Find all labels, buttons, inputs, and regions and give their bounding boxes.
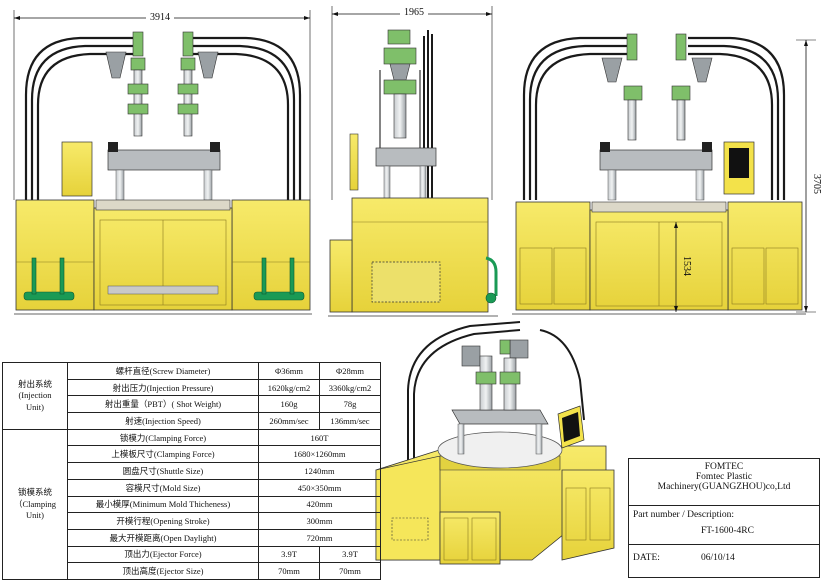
param-value: 70mm: [319, 562, 381, 580]
width-dimension-label: 3914: [150, 12, 170, 23]
param-name: 顶出高度(Ejector Size): [67, 562, 259, 580]
param-value: 450×350mm: [258, 478, 381, 497]
param-name: 最小模厚(Minimum Mold Thicheness): [67, 495, 259, 514]
param-value: Φ36mm: [258, 362, 320, 380]
rear-view: 3705: [512, 33, 822, 315]
param-value: 1620kg/cm2: [258, 378, 320, 397]
group-label-en: （Clamping: [13, 498, 57, 509]
group-label-zh: 锁模系统: [17, 487, 52, 498]
param-name: 圆盘尺寸(Shuttle Size): [67, 462, 259, 480]
isometric-view: [375, 321, 615, 565]
group-label-en: (Injection: [18, 390, 52, 401]
company-name: FOMTEC: [704, 462, 744, 472]
param-value: 720mm: [258, 528, 381, 547]
front-control-panel: [61, 141, 93, 197]
part-number-label: Part number / Description:: [633, 510, 735, 520]
param-name: 顶出力(Ejector Force): [67, 545, 259, 564]
title-block-company: FOMTEC Fomtec Plastic Machinery(GUANGZHO…: [629, 459, 819, 506]
table-row: 射出系统 (Injection Unit) 螺杆直径(Screw Diamete…: [2, 362, 381, 430]
param-name: 射出重量（PBT）( Shot Weight): [67, 395, 259, 414]
group-label-en: Unit): [26, 510, 44, 521]
param-value: 3.9T: [319, 545, 381, 564]
param-value: 136mm/sec: [319, 412, 381, 430]
param-value: 160g: [258, 395, 320, 414]
table-row: 顶出高度(Ejector Size) 70mm 70mm: [3, 562, 381, 580]
param-name: 最大开模距离(Open Daylight): [67, 528, 259, 547]
company-name-line3: Machinery(GUANGZHOU)co,Ltd: [657, 482, 791, 492]
param-name: 容模尺寸(Mold Size): [67, 478, 259, 497]
param-value: 3360kg/cm2: [319, 378, 381, 397]
table-row: 圆盘尺寸(Shuttle Size) 1240mm: [3, 462, 381, 480]
part-number-value: FT-1600-4RC: [701, 526, 754, 536]
side-view: 1965: [328, 6, 498, 317]
param-value: 300mm: [258, 512, 381, 530]
param-name: 上模板尺寸(Clamping Force): [67, 445, 259, 464]
table-row: 容模尺寸(Mold Size) 450×350mm: [3, 478, 381, 497]
group-label-en: Unit): [26, 401, 44, 412]
param-value: 78g: [319, 395, 381, 414]
param-name: 螺杆直径(Screw Diameter): [67, 362, 259, 380]
front-injection-unit-right: [177, 31, 219, 137]
param-value: 3.9T: [258, 545, 320, 564]
front-injection-unit-left: [105, 31, 149, 137]
param-name: 开模行程(Opening Stroke): [67, 512, 259, 530]
param-name: 锁模力(Clamping Force): [67, 428, 259, 447]
table-row: 锁模系统 （Clamping Unit) 锁模力(Clamping Force)…: [2, 428, 381, 580]
company-name-line2: Fomtec Plastic: [695, 472, 753, 482]
param-value: 260mm/sec: [258, 412, 320, 430]
title-block-part: Part number / Description: FT-1600-4RC: [629, 506, 819, 545]
table-row: 开模行程(Opening Stroke) 300mm: [3, 512, 381, 530]
param-value: 1240mm: [258, 462, 381, 480]
front-view: 3914: [13, 10, 312, 315]
param-value: Φ28mm: [319, 362, 381, 380]
title-block: FOMTEC Fomtec Plastic Machinery(GUANGZHO…: [628, 458, 820, 578]
title-block-date: DATE: 06/10/14: [629, 545, 819, 576]
param-value: 70mm: [258, 562, 320, 580]
param-value: 420mm: [258, 495, 381, 514]
height-dimension-label: 3705: [811, 174, 822, 194]
date-label: DATE:: [633, 553, 660, 563]
param-value: 1680×1260mm: [258, 445, 381, 464]
group-injection-unit: 射出系统 (Injection Unit): [2, 362, 68, 430]
depth-dimension-label: 1965: [404, 7, 424, 18]
param-name: 射速(Injection Speed): [67, 412, 259, 430]
param-name: 射出压力(Injection Pressure): [67, 378, 259, 397]
specification-table: 射出系统 (Injection Unit) 螺杆直径(Screw Diamete…: [2, 362, 381, 580]
group-clamping-unit: 锁模系统 （Clamping Unit): [2, 428, 68, 580]
group-label-zh: 射出系统: [17, 378, 52, 389]
date-value: 06/10/14: [701, 553, 735, 563]
table-row: 最大开模距离(Open Daylight) 720mm: [3, 528, 381, 547]
param-value: 160T: [258, 428, 381, 447]
table-height-dimension-label: 1534: [681, 256, 692, 276]
table-row: 顶出力(Ejector Force) 3.9T 3.9T: [3, 545, 381, 564]
